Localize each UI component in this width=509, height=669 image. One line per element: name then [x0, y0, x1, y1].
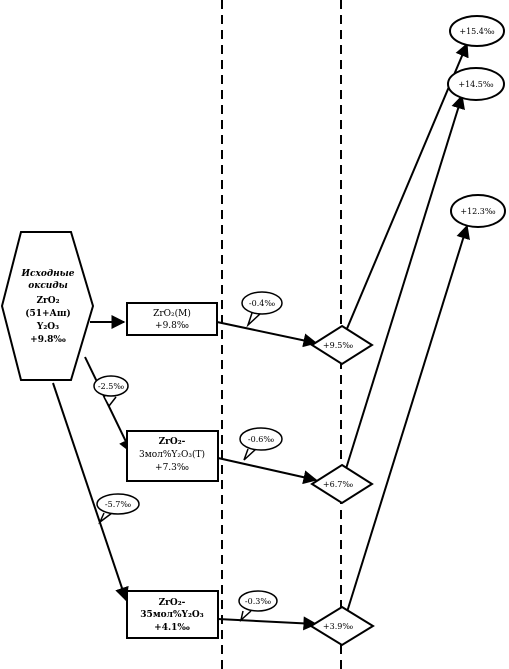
source-line-2: оксиды [28, 281, 68, 291]
result-ellipse-2-value: +14.5‰ [458, 80, 494, 89]
result-ellipse-3: +12.3‰ [450, 194, 506, 228]
phase-box-3: ZrO₂- 35мол%Y₂O₃ +4.1‰ [126, 590, 219, 639]
result-ellipse-3-value: +12.3‰ [460, 207, 496, 216]
source-line-3: ZrO₂ [36, 296, 59, 306]
arrow-diamond1-result1 [345, 42, 469, 332]
phase-box-3-line-2: 35мол%Y₂O₃ [140, 610, 203, 620]
callout-source-box2: -2.5‰ [93, 375, 129, 408]
phase-box-1: ZrO₂(М) +9.8‰ [126, 302, 218, 336]
phase-box-2-line-1: ZrO₂- [159, 437, 186, 447]
source-line-4: (51+Аш) [25, 308, 71, 319]
callout-source-box2-value: -2.5‰ [98, 382, 124, 391]
result-ellipse-2: +14.5‰ [447, 67, 505, 101]
source-line-6: +9.8‰ [30, 335, 66, 345]
yield-diamond-2: +6.7‰ [310, 463, 374, 505]
result-ellipse-1: +15.4‰ [449, 15, 505, 47]
source-line-1: Исходные [20, 269, 74, 279]
callout-box3-diamond3: -0.3‰ [238, 590, 278, 623]
arrow-box1-diamond1 [216, 321, 318, 348]
phase-box-2-line-3: +7.3‰ [155, 463, 189, 473]
arrow-source-box3 [52, 382, 129, 602]
phase-box-1-line-2: +9.8‰ [155, 321, 189, 331]
callout-box1-diamond1-value: -0.4‰ [249, 299, 275, 308]
callout-source-box3: -5.7‰ [96, 493, 140, 525]
arrow-box3-diamond3 [217, 616, 318, 631]
callout-source-box3-value: -5.7‰ [105, 500, 131, 509]
arrow-diamond3-result3 [346, 224, 470, 613]
phase-box-2-line-2: 3мол%Y₂O₃(Т) [139, 449, 205, 460]
phase-box-1-line-1: ZrO₂(М) [153, 308, 191, 319]
callout-box1-diamond1: -0.4‰ [241, 291, 283, 328]
yield-diamond-1-value: +9.5‰ [323, 341, 353, 350]
yield-diamond-3-value: +3.9‰ [323, 622, 353, 631]
callout-box2-diamond2-value: -0.6‰ [248, 435, 274, 444]
phase-box-3-line-1: ZrO₂- [159, 598, 186, 608]
source-hexagon: Исходные оксиды ZrO₂ (51+Аш) Y₂O₃ +9.8‰ [0, 231, 95, 381]
result-ellipse-1-value: +15.4‰ [459, 27, 495, 36]
yield-diamond-2-value: +6.7‰ [323, 480, 353, 489]
yield-diamond-3: +3.9‰ [309, 605, 375, 647]
phase-box-3-line-3: +4.1‰ [154, 623, 190, 633]
arrow-box2-diamond2 [217, 457, 318, 485]
phase-box-2: ZrO₂- 3мол%Y₂O₃(Т) +7.3‰ [126, 430, 219, 482]
callout-box2-diamond2: -0.6‰ [239, 427, 283, 461]
callout-box3-diamond3-value: -0.3‰ [245, 597, 271, 606]
arrow-diamond2-result2 [344, 94, 465, 473]
yield-diamond-1: +9.5‰ [310, 324, 374, 366]
source-line-5: Y₂O₃ [36, 322, 59, 332]
